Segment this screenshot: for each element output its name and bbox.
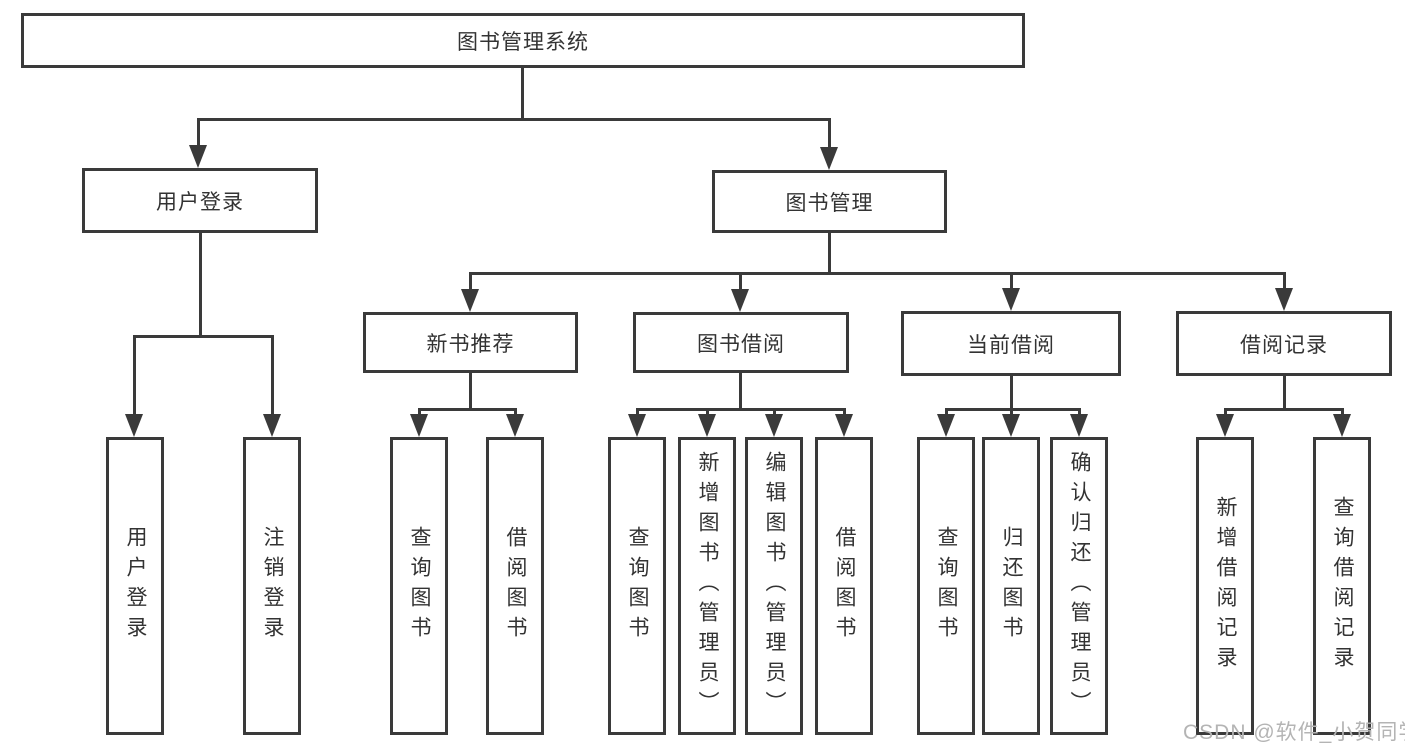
leaf-edit-books-admin-label: 编辑图书（管理员）: [763, 451, 786, 721]
connector-userlogin-bar: [133, 335, 274, 338]
node-user-login: 用户登录: [82, 168, 318, 233]
leaf-borrow-books-borrowing-label: 借阅图书: [833, 526, 856, 646]
leaf-borrow-books-borrowing: 借阅图书: [815, 437, 873, 735]
connector-g2-trunk: [1010, 376, 1013, 408]
connector-g1-stub-2: [706, 408, 709, 416]
node-book-management-label: 图书管理: [785, 191, 874, 215]
leaf-query-books-recommend: 查询图书: [390, 437, 448, 735]
leaf-edit-books-admin: 编辑图书（管理员）: [745, 437, 803, 735]
leaf-query-borrow-record-label: 查询借阅记录: [1331, 496, 1354, 676]
leaf-return-books-label: 归还图书: [1000, 526, 1023, 646]
arrow-down-icon: [937, 414, 955, 437]
connector-g1-stub-4: [843, 408, 846, 416]
connector-bookmgmt-stub-3: [1010, 272, 1013, 288]
leaf-add-borrow-record: 新增借阅记录: [1196, 437, 1254, 735]
arrow-down-icon: [1002, 414, 1020, 437]
leaf-add-books-admin-label: 新增图书（管理员）: [696, 451, 719, 721]
leaf-borrow-books-recommend-label: 借阅图书: [504, 526, 527, 646]
arrow-down-icon: [263, 414, 281, 437]
arrow-down-icon: [189, 145, 207, 168]
connector-g1-bar: [636, 408, 846, 411]
node-book-borrowing: 图书借阅: [633, 312, 849, 373]
leaf-user-login-label: 用户登录: [124, 526, 147, 646]
node-library-system: 图书管理系统: [21, 13, 1025, 68]
connector-g2-stub-3: [1078, 408, 1081, 416]
connector-g2-bar: [945, 408, 1081, 411]
leaf-return-books: 归还图书: [982, 437, 1040, 735]
leaf-confirm-return-admin: 确认归还（管理员）: [1050, 437, 1108, 735]
connector-bookmgmt-trunk: [828, 233, 831, 272]
connector-bookmgmt-bar: [469, 272, 1286, 275]
leaf-query-books-current-label: 查询图书: [935, 526, 958, 646]
node-current-borrowing-label: 当前借阅: [967, 333, 1055, 357]
connector-g2-stub-1: [945, 408, 948, 416]
connector-g0-stub-1: [418, 408, 421, 416]
leaf-confirm-return-admin-label: 确认归还（管理员）: [1068, 451, 1091, 721]
connector-g3-stub-2: [1341, 408, 1344, 416]
arrow-down-icon: [628, 414, 646, 437]
arrow-down-icon: [1216, 414, 1234, 437]
leaf-logout: 注销登录: [243, 437, 301, 735]
node-new-book-recommend: 新书推荐: [363, 312, 578, 373]
node-borrowing-records: 借阅记录: [1176, 311, 1392, 376]
leaf-query-books-borrowing-label: 查询图书: [626, 526, 649, 646]
node-book-management: 图书管理: [712, 170, 947, 233]
leaf-borrow-books-recommend: 借阅图书: [486, 437, 544, 735]
node-user-login-label: 用户登录: [156, 190, 244, 214]
connector-bookmgmt-stub-2: [739, 272, 742, 289]
arrow-down-icon: [1333, 414, 1351, 437]
arrow-down-icon: [125, 414, 143, 437]
node-current-borrowing: 当前借阅: [901, 311, 1121, 376]
connector-g3-bar: [1224, 408, 1344, 411]
leaf-query-books-current: 查询图书: [917, 437, 975, 735]
leaf-query-books-recommend-label: 查询图书: [408, 526, 431, 646]
arrow-down-icon: [1070, 414, 1088, 437]
connector-g1-stub-3: [773, 408, 776, 416]
connector-g3-trunk: [1283, 376, 1286, 408]
connector-g2-stub-2: [1010, 408, 1013, 416]
watermark: CSDN @软件_小贺同学: [1183, 721, 1405, 744]
leaf-query-books-borrowing: 查询图书: [608, 437, 666, 735]
connector-userlogin-trunk: [199, 233, 202, 335]
arrow-down-icon: [1275, 288, 1293, 311]
leaf-add-borrow-record-label: 新增借阅记录: [1214, 496, 1237, 676]
arrow-down-icon: [1002, 288, 1020, 311]
leaf-add-books-admin: 新增图书（管理员）: [678, 437, 736, 735]
arrow-down-icon: [461, 289, 479, 312]
node-borrowing-records-label: 借阅记录: [1240, 333, 1328, 357]
leaf-logout-label: 注销登录: [261, 526, 284, 646]
connector-g0-stub-2: [514, 408, 517, 416]
connector-g3-stub-1: [1224, 408, 1227, 416]
node-library-system-label: 图书管理系统: [457, 30, 589, 54]
connector-g1-stub-1: [636, 408, 639, 416]
connector-userlogin-stub-1: [133, 335, 136, 414]
leaf-user-login: 用户登录: [106, 437, 164, 735]
connector-g0-trunk: [469, 373, 472, 408]
arrow-down-icon: [506, 414, 524, 437]
node-new-book-recommend-label: 新书推荐: [426, 332, 515, 356]
connector-userlogin-stub-2: [271, 335, 274, 414]
arrow-down-icon: [765, 414, 783, 437]
connector-g1-trunk: [739, 373, 742, 408]
arrow-down-icon: [410, 414, 428, 437]
leaf-query-borrow-record: 查询借阅记录: [1313, 437, 1371, 735]
connector-g0-bar: [418, 408, 517, 411]
connector-root-stub-left: [197, 118, 200, 145]
connector-root-trunk: [521, 68, 524, 118]
node-book-borrowing-label: 图书借阅: [697, 332, 785, 356]
connector-bookmgmt-stub-4: [1283, 272, 1286, 288]
connector-root-bar: [197, 118, 831, 121]
connector-bookmgmt-stub-1: [469, 272, 472, 289]
arrow-down-icon: [698, 414, 716, 437]
arrow-down-icon: [835, 414, 853, 437]
connector-root-stub-right: [828, 118, 831, 147]
arrow-down-icon: [731, 289, 749, 312]
arrow-down-icon: [820, 147, 838, 170]
